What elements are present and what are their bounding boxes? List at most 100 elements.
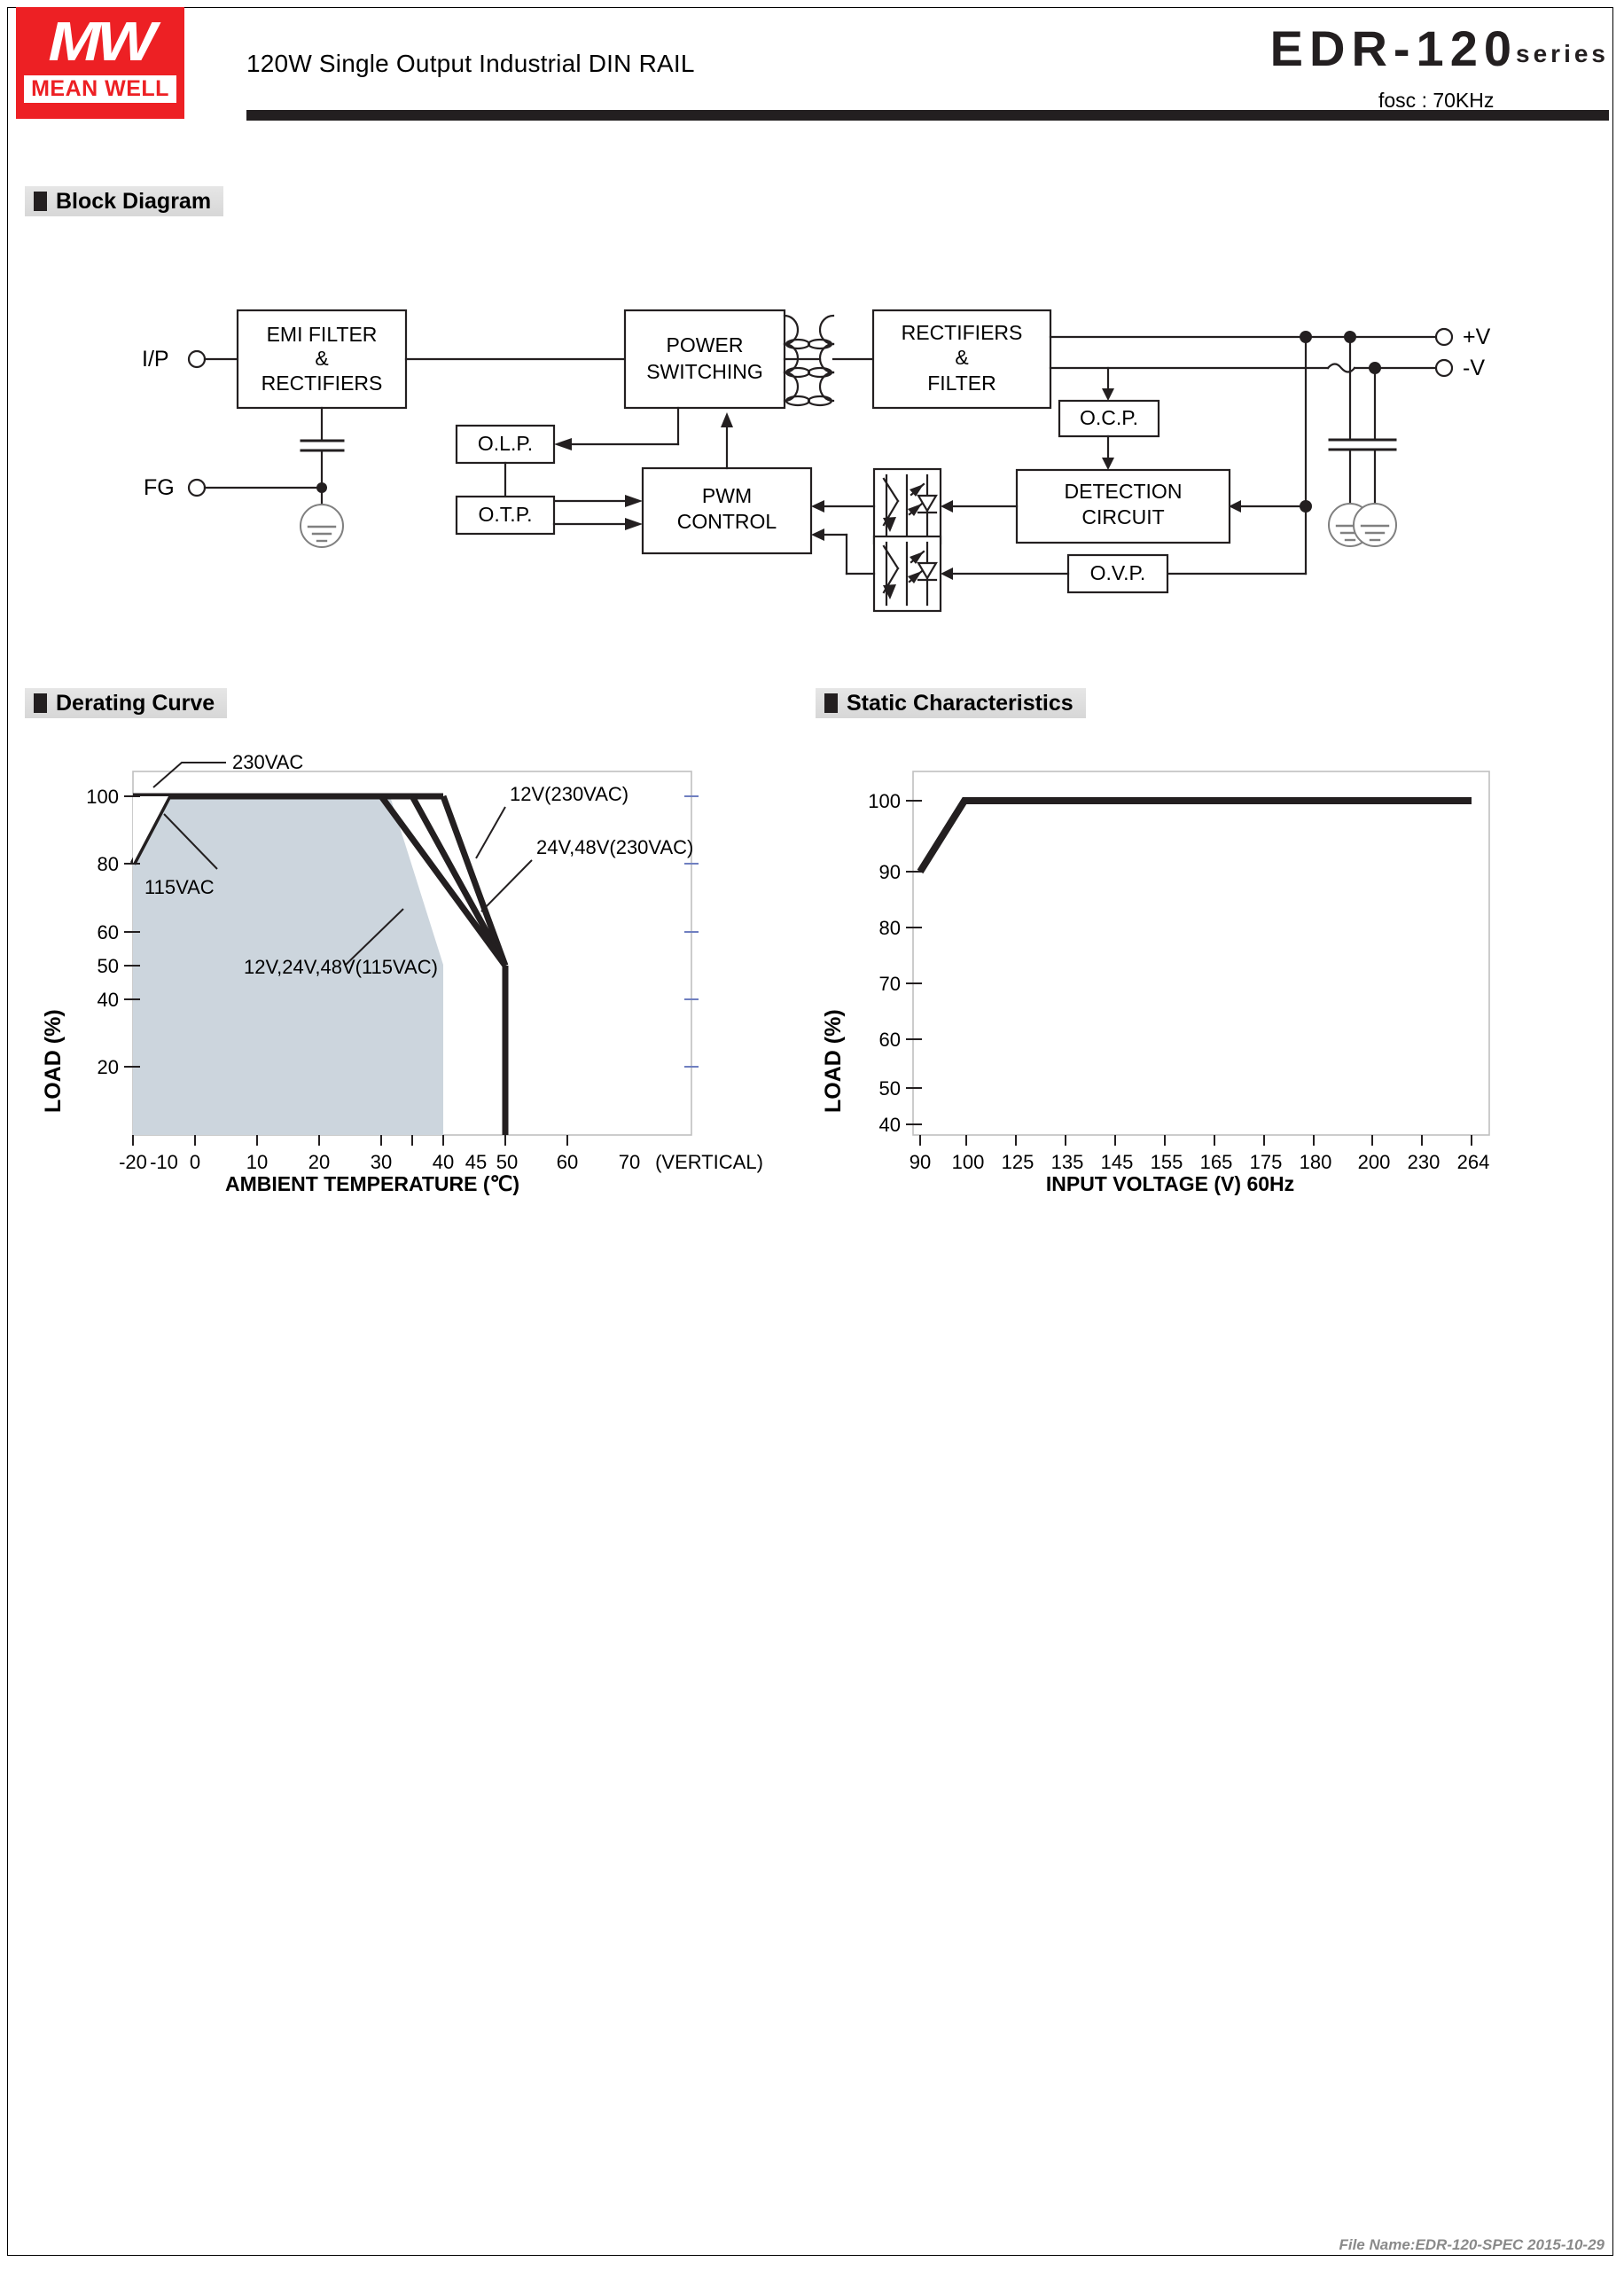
leader-115vac	[163, 813, 218, 870]
static-xtick: 230	[1408, 1151, 1441, 1173]
derating-xtick: 20	[308, 1151, 330, 1173]
derating-ytick: 80	[98, 853, 119, 875]
derating-curve-svg: 100 80 60 50 40 20 -20 -10	[86, 751, 763, 1173]
series-12v-230vac	[440, 794, 509, 967]
static-xtick: 155	[1151, 1151, 1183, 1173]
terminal-input-circle	[187, 349, 207, 369]
section-title: Derating Curve	[56, 690, 215, 716]
label-ocp: O.C.P.	[1080, 406, 1138, 429]
terminal-vplus-circle	[1434, 327, 1454, 347]
derating-shaded-region	[133, 796, 443, 1135]
label-olp: O.L.P.	[478, 432, 533, 455]
static-ytick: 60	[879, 1029, 901, 1051]
static-characteristics-svg: 100 90 80 70 60 50 40	[868, 771, 1490, 1173]
derating-x-axis-label: AMBIENT TEMPERATURE (℃)	[224, 1172, 520, 1195]
static-characteristics-chart: 100 90 80 70 60 50 40	[816, 745, 1551, 1206]
leader-230vac	[152, 762, 226, 788]
header-subtitle: 120W Single Output Industrial DIN RAIL	[246, 50, 695, 77]
label-pwm-line1: PWM	[702, 484, 752, 507]
label-terminal-vminus: -V	[1463, 356, 1485, 380]
footer-file-name: File Name:EDR-120-SPEC 2015-10-29	[1339, 2236, 1604, 2253]
section-bullet-icon	[824, 693, 838, 713]
static-x-axis-label: INPUT VOLTAGE (V) 60Hz	[1045, 1172, 1295, 1195]
static-ytick: 50	[879, 1077, 901, 1100]
section-bullet-icon	[34, 192, 47, 211]
label-power-switching-line2: SWITCHING	[646, 360, 763, 383]
derating-ytick: 20	[98, 1056, 119, 1078]
section-header-derating-curve: Derating Curve	[25, 688, 228, 718]
derating-vertical-note: (VERTICAL)	[655, 1151, 763, 1173]
section-header-static-characteristics: Static Characteristics	[816, 688, 1086, 718]
header-series: series	[1516, 40, 1609, 67]
leader-12v24v48v115	[345, 908, 404, 966]
section-title: Static Characteristics	[847, 690, 1074, 716]
label-rectifiers-line2: &	[955, 346, 968, 369]
label-emi-line1: EMI FILTER	[267, 323, 378, 346]
derating-label-24v48v-230vac: 24V,48V(230VAC)	[536, 836, 693, 858]
logo-mark: MW	[48, 12, 156, 73]
derating-label-12v24v48v-115vac: 12V,24V,48V(115VAC)	[244, 956, 438, 978]
derating-ytick: 40	[98, 989, 119, 1011]
label-emi-line2: &	[315, 347, 328, 370]
series-24v48v-230vac	[409, 794, 509, 967]
label-detection-line2: CIRCUIT	[1081, 505, 1164, 528]
block-detection-circuit	[1015, 468, 1231, 544]
block-power-switching	[623, 309, 786, 410]
derating-xtick: 70	[619, 1151, 640, 1173]
block-pwm-control	[641, 466, 813, 555]
static-ytick: 80	[879, 917, 901, 939]
static-plot-frame	[912, 771, 1490, 1136]
derating-xtick: 45	[465, 1151, 487, 1173]
static-xtick: 90	[910, 1151, 931, 1173]
block-ocp	[1058, 399, 1160, 438]
label-pwm-line2: CONTROL	[677, 510, 777, 533]
static-xtick: 100	[952, 1151, 985, 1173]
section-header-block-diagram: Block Diagram	[25, 186, 224, 216]
block-ovp	[1066, 553, 1169, 594]
derating-xtick: 30	[371, 1151, 392, 1173]
static-xtick: 264	[1457, 1151, 1490, 1173]
derating-xtick: 0	[190, 1151, 200, 1173]
block-rectifiers-filter	[871, 309, 1052, 410]
terminal-vminus-circle	[1434, 358, 1454, 378]
static-xtick: 165	[1200, 1151, 1233, 1173]
derating-label-115vac: 115VAC	[144, 876, 215, 898]
static-ytick: 70	[879, 973, 901, 995]
logo-wordmark: MEAN WELL	[24, 75, 176, 103]
derating-curve-chart: 100 80 60 50 40 20 -20 -10	[35, 745, 816, 1206]
static-xtick: 180	[1300, 1151, 1332, 1173]
derating-ytick: 60	[98, 921, 119, 943]
derating-label-230vac: 230VAC	[232, 751, 303, 773]
section-title: Block Diagram	[56, 188, 212, 214]
terminal-fg-circle	[187, 478, 207, 497]
static-xtick: 145	[1101, 1151, 1134, 1173]
label-terminal-fg: FG	[144, 475, 175, 500]
derating-label-12v-230vac: 12V(230VAC)	[510, 783, 629, 805]
derating-xtick: 50	[496, 1151, 518, 1173]
label-ovp: O.V.P.	[1090, 561, 1146, 584]
label-rectifiers-line1: RECTIFIERS	[902, 321, 1023, 344]
derating-xtick: 10	[246, 1151, 268, 1173]
derating-y-axis-label: LOAD (%)	[41, 1009, 66, 1113]
meanwell-logo: MW MEAN WELL	[16, 7, 184, 114]
label-emi-line3: RECTIFIERS	[262, 372, 383, 395]
fosc-label: fosc : 70KHz	[1378, 89, 1495, 112]
section-bullet-icon	[34, 693, 47, 713]
block-otp	[455, 495, 556, 536]
block-emi-filter	[236, 309, 408, 410]
static-ytick: 40	[879, 1114, 901, 1136]
derating-xtick: 40	[433, 1151, 454, 1173]
label-terminal-input: I/P	[142, 347, 169, 372]
leader-12v230	[475, 806, 506, 859]
static-xtick: 200	[1358, 1151, 1391, 1173]
header-rule	[246, 110, 1609, 121]
derating-ytick: 100	[86, 786, 119, 808]
static-ytick: 100	[868, 790, 901, 812]
leader-24v48v230	[480, 859, 533, 912]
derating-xtick: 60	[557, 1151, 578, 1173]
header-model: EDR-120	[1269, 20, 1518, 76]
static-xtick: 175	[1250, 1151, 1283, 1173]
label-power-switching-line1: POWER	[667, 333, 744, 356]
label-rectifiers-line3: FILTER	[927, 372, 996, 395]
